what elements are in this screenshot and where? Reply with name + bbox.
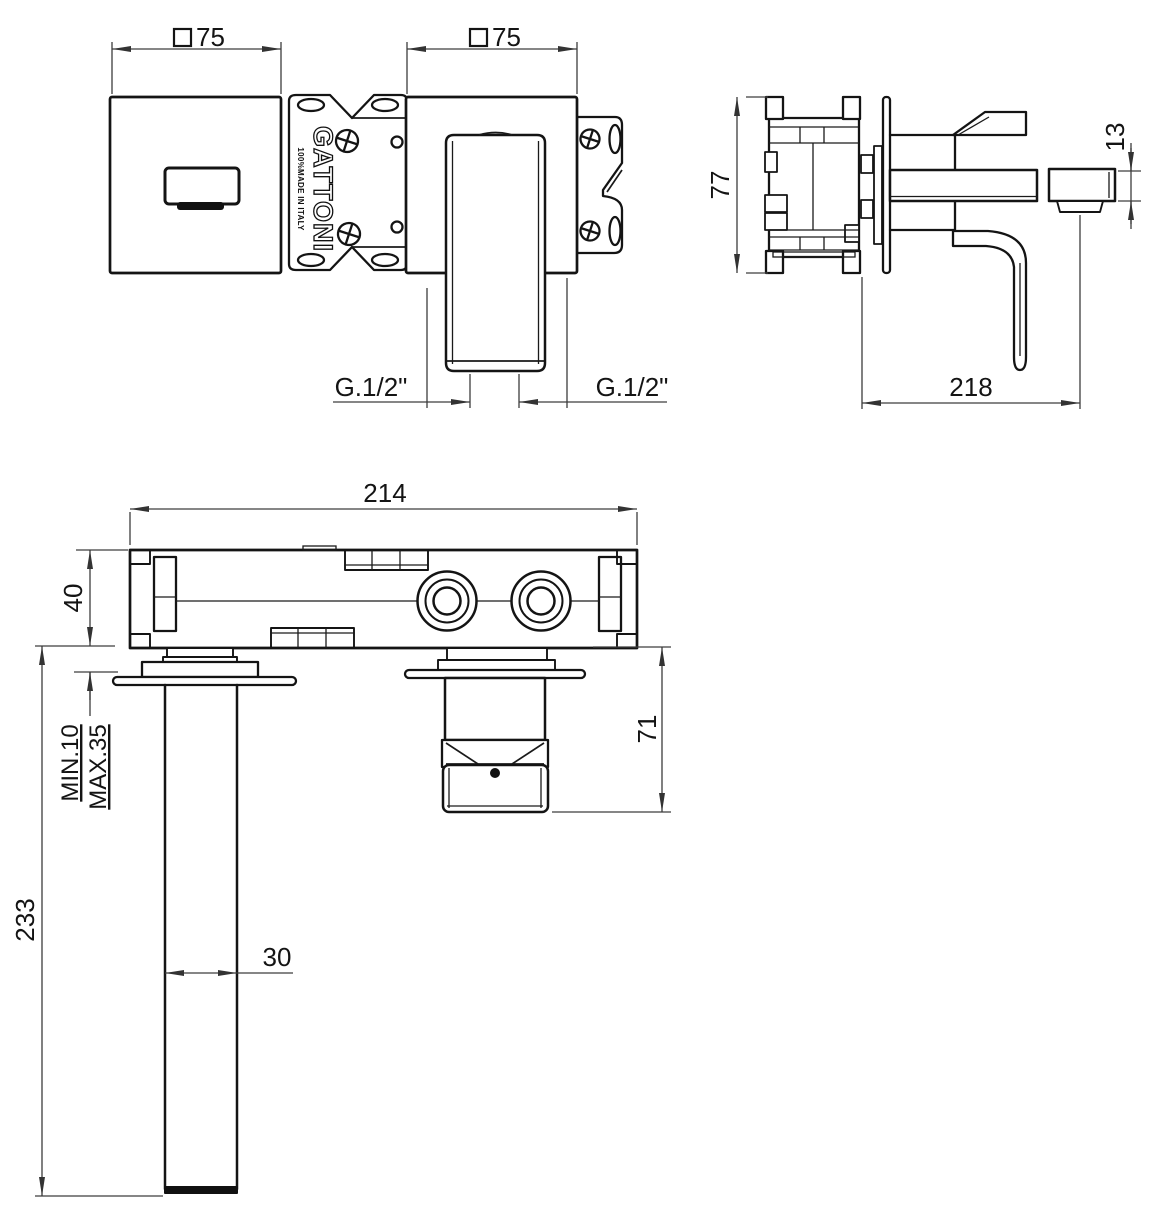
- dimension-reach-218: 218: [861, 215, 1081, 409]
- spout-opening-lip: [177, 202, 224, 210]
- dimension-control-depth-71: 71: [552, 646, 671, 813]
- handle-base-side: [951, 110, 1028, 137]
- dim-label-thread-right: G.1/2": [596, 372, 669, 402]
- bottom-view: 214 40 MIN.10 MAX.35: [10, 478, 671, 1197]
- dim-label-body-height: 40: [58, 584, 88, 613]
- spout-outlet-assembly: [111, 647, 298, 1194]
- bracket-slot-hole: [296, 97, 326, 113]
- dimension-body-height-40: 40: [58, 549, 128, 646]
- dim-label-spout-end-height: 13: [1100, 123, 1130, 152]
- control-cylinder: [443, 676, 547, 742]
- inlet-port: [416, 570, 478, 632]
- mounting-tab: [841, 95, 862, 121]
- mounting-bracket-right: [575, 115, 624, 255]
- screw-icon: [579, 220, 601, 242]
- dimension-wall-thickness: MIN.10 MAX.35: [57, 671, 118, 810]
- spout-pipe-end: [164, 1186, 238, 1194]
- knob-screw: [490, 768, 500, 778]
- bracket-outline: [287, 93, 409, 272]
- body-corner-step: [616, 633, 638, 649]
- knob-chamfer-band: [440, 738, 550, 769]
- control-assembly: [403, 647, 587, 814]
- bracket-hole: [390, 220, 404, 234]
- dimension-depth-77: 77: [705, 96, 768, 274]
- body-detail: [302, 545, 337, 551]
- bracket-slot-hole: [370, 252, 400, 268]
- rib-block-top: [344, 549, 429, 571]
- body-connector: [860, 199, 874, 219]
- gattoni-logo: GATTONI 100%MADE IN ITALY: [296, 125, 339, 252]
- mounting-tab: [764, 249, 785, 275]
- mixer-housing-side: [888, 110, 1028, 232]
- mounting-tab: [841, 249, 862, 275]
- in-wall-body: [764, 95, 883, 275]
- bracket-fold-line: [606, 169, 623, 193]
- body-detail: [844, 224, 860, 243]
- control-knob: [441, 763, 550, 814]
- body-corner-step: [129, 633, 151, 649]
- dim-label-plate-right: 75: [492, 22, 521, 52]
- dimension-body-width-214: 214: [129, 478, 638, 545]
- bracket-outline: [575, 115, 624, 255]
- dimension-plate-left: 75: [111, 22, 282, 94]
- dim-label-wall-max: MAX.35: [85, 724, 112, 809]
- body-outline: [767, 116, 861, 259]
- body-connector: [860, 154, 874, 174]
- bracket-slot-hole: [608, 215, 622, 247]
- body-corner-step: [129, 549, 151, 565]
- body-detail: [764, 194, 788, 213]
- handle-front: [444, 131, 547, 373]
- spout-side: [888, 168, 1039, 203]
- fixing-tab: [597, 555, 623, 633]
- aerator-side: [1056, 200, 1104, 213]
- bracket-slot-hole: [370, 97, 400, 113]
- bracket-slot-hole: [296, 252, 326, 268]
- square-symbol: [172, 27, 193, 48]
- dim-label-wall-min: MIN.10: [57, 724, 84, 801]
- dimension-pipe-width-30: 30: [165, 942, 293, 976]
- dim-label-depth: 77: [705, 171, 735, 200]
- screw-icon: [336, 221, 362, 247]
- rib-block-bottom: [270, 627, 355, 649]
- outlet-step: [166, 647, 234, 658]
- dim-label-control-depth: 71: [632, 715, 662, 744]
- body-detail: [764, 212, 788, 231]
- brand-text: GATTONI: [308, 126, 338, 252]
- fixing-tab: [152, 555, 178, 633]
- control-step: [437, 659, 556, 671]
- dimension-pipe-length-233: 233: [10, 645, 163, 1197]
- dimension-threads: G.1/2" G.1/2": [333, 372, 669, 405]
- mounting-tab: [764, 95, 785, 121]
- brand-subtext: 100%MADE IN ITALY: [296, 147, 305, 231]
- bracket-slot-hole: [608, 123, 622, 155]
- dim-label-pipe-width: 30: [263, 942, 292, 972]
- control-step: [446, 647, 548, 661]
- outlet-escutcheon: [140, 660, 260, 679]
- lever-handle-side: [951, 229, 1028, 372]
- screw-icon: [334, 128, 360, 154]
- screw-icon: [579, 128, 601, 150]
- body-connector: [873, 145, 883, 245]
- outlet-wall-plate: [111, 675, 298, 687]
- body-detail: [764, 151, 778, 173]
- inlet-port: [510, 570, 572, 632]
- dim-label-body-width: 214: [363, 478, 406, 508]
- square-symbol: [468, 27, 489, 48]
- mounting-bracket-center: GATTONI 100%MADE IN ITALY: [287, 93, 409, 272]
- dim-label-reach: 218: [949, 372, 992, 402]
- dim-label-thread-left: G.1/2": [335, 372, 408, 402]
- built-in-body-bottom: [128, 545, 639, 650]
- side-view: 77 13 218: [705, 95, 1141, 409]
- dim-label-pipe-length: 233: [10, 898, 40, 941]
- dimension-plate-right: 75: [406, 22, 578, 94]
- body-detail: [772, 251, 856, 258]
- front-view: GATTONI 100%MADE IN ITALY: [108, 22, 669, 408]
- dimension-spout-end-13: 13: [1100, 123, 1141, 229]
- bracket-hole: [390, 135, 404, 149]
- spout-plate: [108, 95, 283, 275]
- dim-label-plate-left: 75: [196, 22, 225, 52]
- spout-end-side: [1047, 167, 1117, 203]
